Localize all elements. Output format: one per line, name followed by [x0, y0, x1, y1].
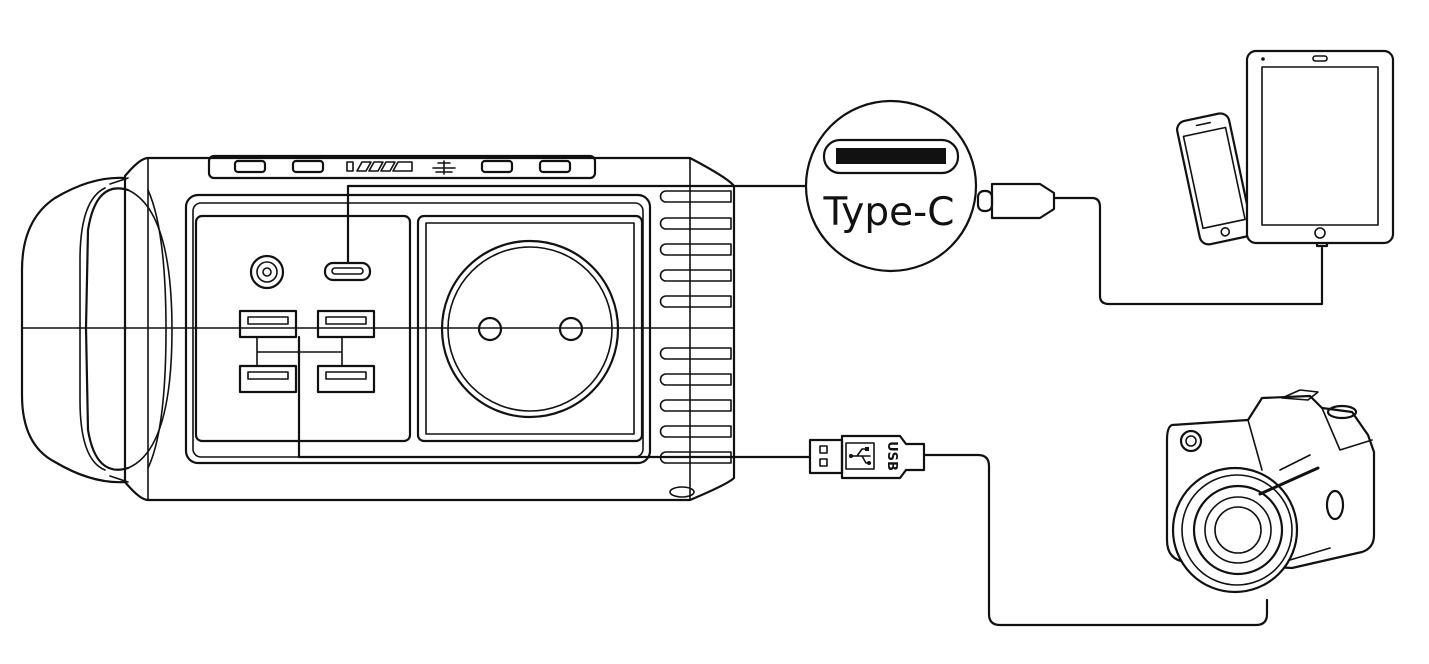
- control-strip: [207, 154, 597, 180]
- usb-cable: USB: [297, 335, 1269, 627]
- dc-button[interactable]: [480, 159, 514, 174]
- battery-level-icon: [346, 161, 413, 172]
- ac-outlet: [440, 239, 620, 419]
- type-c-callout: Type-C: [346, 99, 978, 273]
- usb-symbol-icon: [845, 442, 875, 470]
- tablet-icon: [1245, 49, 1395, 245]
- fan-icon: [432, 160, 456, 175]
- mode-button[interactable]: [291, 159, 325, 174]
- camera-icon: [1165, 389, 1376, 594]
- dc-port: [249, 254, 285, 290]
- type-c-cable: [976, 182, 1329, 306]
- phone-icon: [1176, 112, 1253, 246]
- usb-a-ports: [238, 309, 376, 394]
- power-button[interactable]: [233, 159, 267, 174]
- power-station: [20, 154, 736, 502]
- ac-button[interactable]: [538, 159, 572, 174]
- type-c-label: Type-C: [823, 190, 955, 235]
- carry-handle: [20, 176, 173, 484]
- usb-plug-label: USB: [884, 441, 899, 471]
- vent-grille: [659, 190, 732, 464]
